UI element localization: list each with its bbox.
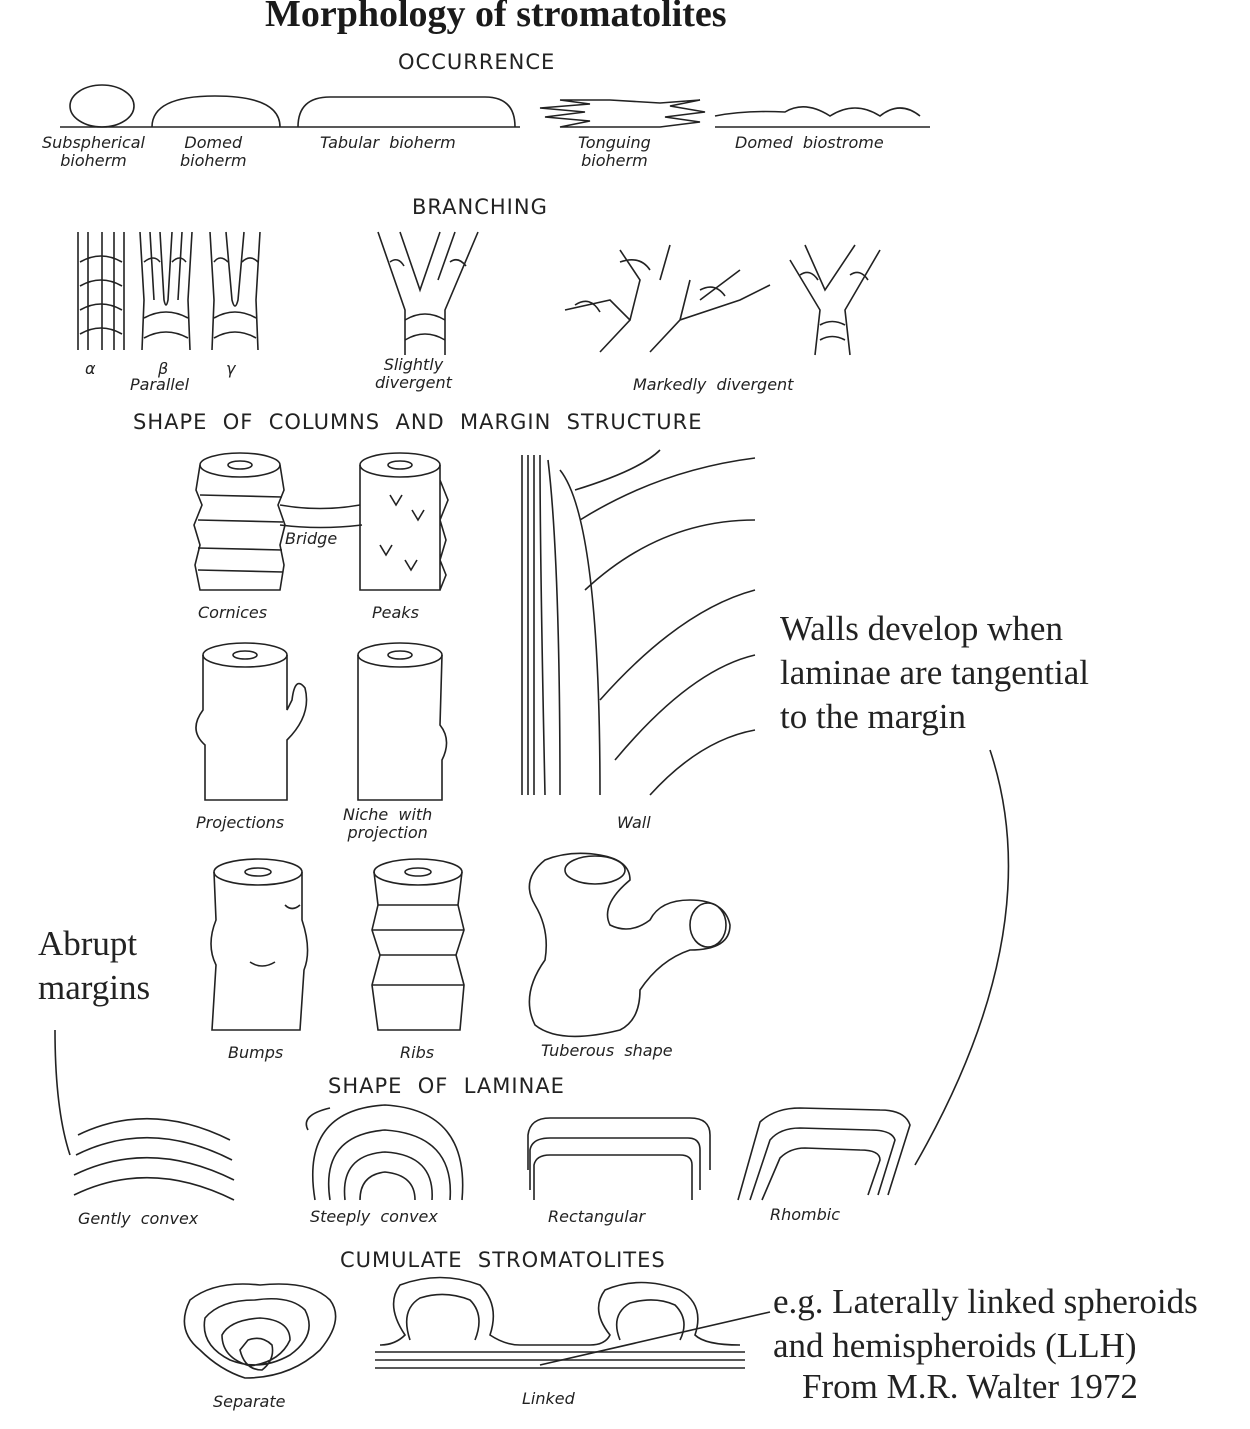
column-drawings: [193, 449, 756, 1038]
label-linked: Linked: [522, 1389, 575, 1408]
label-rectangular: Rectangular: [548, 1207, 646, 1226]
label-peaks: Peaks: [372, 603, 419, 622]
section-laminae: SHAPE OF LAMINAE: [328, 1074, 565, 1098]
source-credit: From M.R. Walter 1972: [802, 1367, 1138, 1406]
label-domed-bioherm: Domed bioherm: [180, 133, 247, 170]
annotation-walls: Walls develop when laminae are tangentia…: [780, 609, 1090, 736]
markedly-divergent-tree: [564, 244, 771, 353]
domed-bioherm-shape: [151, 95, 281, 128]
label-projections: Projections: [196, 813, 285, 832]
label-wall: Wall: [617, 813, 651, 832]
annotation-abrupt-margins: Abrupt margins: [38, 924, 151, 1007]
label-alpha: α: [85, 359, 96, 378]
label-domed-biostrome: Domed biostrome: [735, 133, 884, 152]
label-gamma: γ: [226, 359, 236, 378]
label-beta: β: [158, 359, 169, 378]
figure-title: Morphology of stromatolites: [265, 0, 727, 35]
label-bridge: Bridge: [285, 529, 338, 548]
rectangular-shape: [527, 1117, 711, 1200]
label-parallel: Parallel: [130, 375, 190, 394]
llh-leader-line: [539, 1311, 771, 1366]
label-separate: Separate: [213, 1392, 286, 1411]
label-slightly-divergent: Slightly divergent: [375, 355, 452, 392]
label-steeply-convex: Steeply convex: [310, 1207, 438, 1226]
label-niche-with-projection: Niche with projection: [343, 805, 433, 842]
label-tuberous-shape: Tuberous shape: [541, 1041, 673, 1060]
domed-biostrome-shape: [714, 106, 921, 117]
branching-drawings: [77, 231, 881, 356]
label-ribs: Ribs: [400, 1043, 435, 1062]
label-tonguing-bioherm: Tonguing bioherm: [578, 133, 651, 170]
annotation-leaders: [54, 749, 1010, 1366]
tabular-bioherm-shape: [297, 96, 516, 128]
tonguing-bioherm-shape: [539, 99, 706, 128]
tuberous-shape: [528, 852, 731, 1038]
label-tabular-bioherm: Tabular bioherm: [320, 133, 456, 152]
laminae-drawings: [73, 1104, 911, 1201]
separate-shape: [183, 1283, 337, 1379]
linked-shape: [375, 1276, 745, 1369]
section-branching: BRANCHING: [412, 195, 548, 219]
subspherical-bioherm-shape: [69, 84, 135, 128]
section-occurrence: OCCURRENCE: [398, 50, 556, 74]
label-cornices: Cornices: [198, 603, 268, 622]
label-subspherical-bioherm: Subspherical bioherm: [42, 133, 145, 170]
cumulate-drawings: [183, 1276, 745, 1379]
annotation-llh: e.g. Laterally linked spheroids and hemi…: [773, 1282, 1198, 1365]
rhombic-shape: [737, 1107, 911, 1201]
label-rhombic: Rhombic: [770, 1205, 841, 1224]
occurrence-drawings: [60, 84, 930, 128]
steeply-convex-shape: [305, 1104, 464, 1201]
wall-lines: [521, 449, 756, 796]
gently-convex-shape: [73, 1117, 235, 1201]
abrupt-leader-line: [54, 1029, 71, 1156]
section-cumulate: CUMULATE STROMATOLITES: [340, 1248, 666, 1272]
label-gently-convex: Gently convex: [78, 1209, 199, 1228]
label-bumps: Bumps: [228, 1043, 284, 1062]
walls-leader-line: [914, 749, 1010, 1166]
bridge-shape: [279, 504, 363, 529]
label-markedly-divergent: Markedly divergent: [633, 375, 794, 394]
section-columns: SHAPE OF COLUMNS AND MARGIN STRUCTURE: [133, 410, 703, 434]
